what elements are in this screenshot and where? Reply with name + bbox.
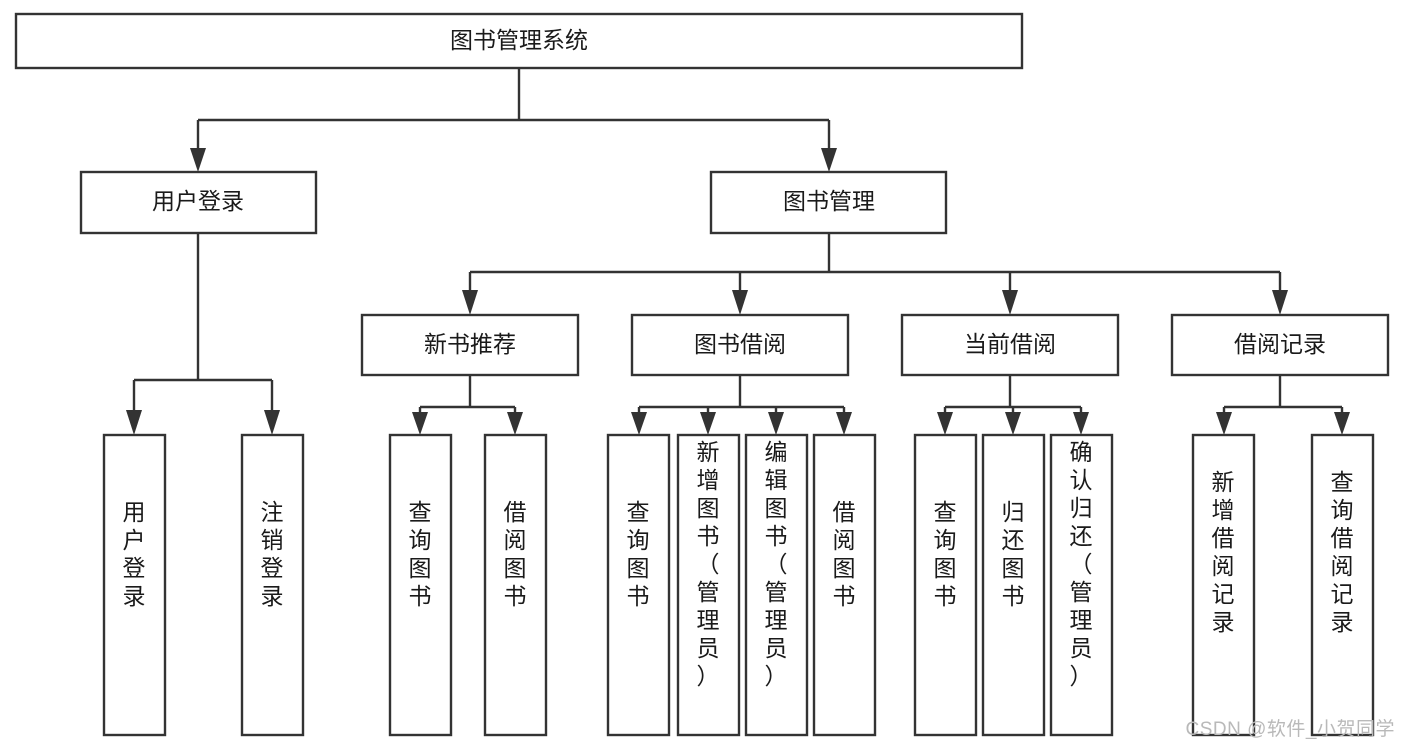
- node-leaf-query-book-3[interactable]: 查询图书: [913, 433, 978, 737]
- arrow-head-add-book: [700, 412, 716, 435]
- node-book-borrow-box[interactable]: [630, 313, 850, 377]
- node-current-borrow-label: 当前借阅: [964, 331, 1056, 357]
- node-leaf-query-book-2-box[interactable]: [606, 433, 671, 737]
- arrow-head-current-borrow: [1002, 290, 1018, 315]
- node-leaf-borrow-book-2-label: 借阅图书: [833, 499, 856, 609]
- node-leaf-query-book-3-box[interactable]: [913, 433, 978, 737]
- arrow-head-leaf-user-login: [126, 410, 142, 435]
- node-borrow-record-box[interactable]: [1170, 313, 1390, 377]
- arrow-head-user-login: [190, 148, 206, 172]
- node-leaf-confirm-return[interactable]: 确认归还（管理员）: [1049, 433, 1114, 737]
- node-leaf-query-book-1[interactable]: 查询图书: [388, 433, 453, 737]
- node-leaf-query-book-1-box[interactable]: [388, 433, 453, 737]
- arrow-head-query-book-3: [937, 412, 953, 435]
- node-leaf-return-book[interactable]: 归还图书: [981, 433, 1046, 737]
- node-leaf-query-record-box[interactable]: [1310, 433, 1375, 737]
- node-borrow-record-label: 借阅记录: [1234, 331, 1326, 357]
- node-leaf-borrow-book-2-box[interactable]: [812, 433, 877, 737]
- node-borrow-record[interactable]: 借阅记录: [1170, 313, 1390, 377]
- arrow-head-borrow-book-1: [507, 412, 523, 435]
- node-user-login[interactable]: 用户登录: [79, 170, 318, 235]
- arrow-head-add-record: [1216, 412, 1232, 435]
- node-leaf-user-login-box[interactable]: [102, 433, 167, 737]
- node-leaf-add-book-box[interactable]: [676, 433, 741, 737]
- node-book-manage-box[interactable]: [709, 170, 948, 235]
- node-leaf-query-book-2[interactable]: 查询图书: [606, 433, 671, 737]
- node-root-box[interactable]: [14, 12, 1024, 70]
- node-current-borrow[interactable]: 当前借阅: [900, 313, 1120, 377]
- node-leaf-query-record[interactable]: 查询借阅记录: [1310, 433, 1375, 737]
- node-leaf-confirm-return-box[interactable]: [1049, 433, 1114, 737]
- node-leaf-edit-book[interactable]: 编辑图书（管理员）: [744, 433, 809, 737]
- arrow-head-leaf-logout: [264, 410, 280, 435]
- node-leaf-add-book-label: 新增图书（管理员）: [697, 439, 720, 689]
- node-leaf-add-record[interactable]: 新增借阅记录: [1191, 433, 1256, 737]
- node-leaf-logout-box[interactable]: [240, 433, 305, 737]
- node-leaf-query-book-3-label: 查询图书: [934, 499, 957, 609]
- node-leaf-return-book-label: 归还图书: [1002, 499, 1025, 609]
- csdn-watermark: CSDN @软件_小贺同学: [1185, 719, 1395, 740]
- node-leaf-borrow-book-1[interactable]: 借阅图书: [483, 433, 548, 737]
- arrow-head-query-book-1: [412, 412, 428, 435]
- node-leaf-borrow-book-1-box[interactable]: [483, 433, 548, 737]
- node-leaf-borrow-book-1-label: 借阅图书: [504, 499, 527, 609]
- node-new-book-rec-label: 新书推荐: [424, 331, 516, 357]
- node-leaf-query-record-label: 查询借阅记录: [1331, 469, 1354, 635]
- arrow-head-borrow-record: [1272, 290, 1288, 315]
- arrow-head-return-book: [1005, 412, 1021, 435]
- arrow-head-query-record: [1334, 412, 1350, 435]
- node-user-login-box[interactable]: [79, 170, 318, 235]
- node-leaf-user-login-label: 用户登录: [123, 499, 146, 609]
- node-user-login-label: 用户登录: [152, 188, 244, 214]
- arrow-head-new-book-rec: [462, 290, 478, 315]
- node-leaf-add-record-box[interactable]: [1191, 433, 1256, 737]
- node-leaf-borrow-book-2[interactable]: 借阅图书: [812, 433, 877, 737]
- node-root-label: 图书管理系统: [450, 27, 588, 53]
- arrow-head-borrow-book-2: [836, 412, 852, 435]
- node-leaf-query-book-1-label: 查询图书: [409, 499, 432, 609]
- node-book-manage[interactable]: 图书管理: [709, 170, 948, 235]
- arrow-head-confirm-return: [1073, 412, 1089, 435]
- node-leaf-return-book-box[interactable]: [981, 433, 1046, 737]
- node-leaf-confirm-return-label: 确认归还（管理员）: [1070, 439, 1093, 689]
- connector-group: [126, 68, 1350, 435]
- node-new-book-rec[interactable]: 新书推荐: [360, 313, 580, 377]
- node-leaf-add-record-label: 新增借阅记录: [1212, 469, 1235, 635]
- node-leaf-user-login[interactable]: 用户登录: [102, 433, 167, 737]
- node-leaf-query-book-2-label: 查询图书: [627, 499, 650, 609]
- arrow-head-edit-book: [768, 412, 784, 435]
- node-leaf-logout[interactable]: 注销登录: [240, 433, 305, 737]
- node-leaf-edit-book-label: 编辑图书（管理员）: [765, 439, 788, 689]
- node-new-book-rec-box[interactable]: [360, 313, 580, 377]
- arrow-head-book-manage: [821, 148, 837, 172]
- node-current-borrow-box[interactable]: [900, 313, 1120, 377]
- node-book-manage-label: 图书管理: [783, 188, 875, 214]
- leaf-nodes-group: 用户登录 注销登录 查询图书 借阅图书 查询图书 新增图书（管理员）: [102, 433, 1375, 737]
- arrow-head-book-borrow: [732, 290, 748, 315]
- node-leaf-add-book[interactable]: 新增图书（管理员）: [676, 433, 741, 737]
- node-book-borrow-label: 图书借阅: [694, 331, 786, 357]
- node-root[interactable]: 图书管理系统: [14, 12, 1024, 70]
- arrow-head-query-book-2: [631, 412, 647, 435]
- node-book-borrow[interactable]: 图书借阅: [630, 313, 850, 377]
- node-leaf-edit-book-box[interactable]: [744, 433, 809, 737]
- node-leaf-logout-label: 注销登录: [261, 499, 284, 609]
